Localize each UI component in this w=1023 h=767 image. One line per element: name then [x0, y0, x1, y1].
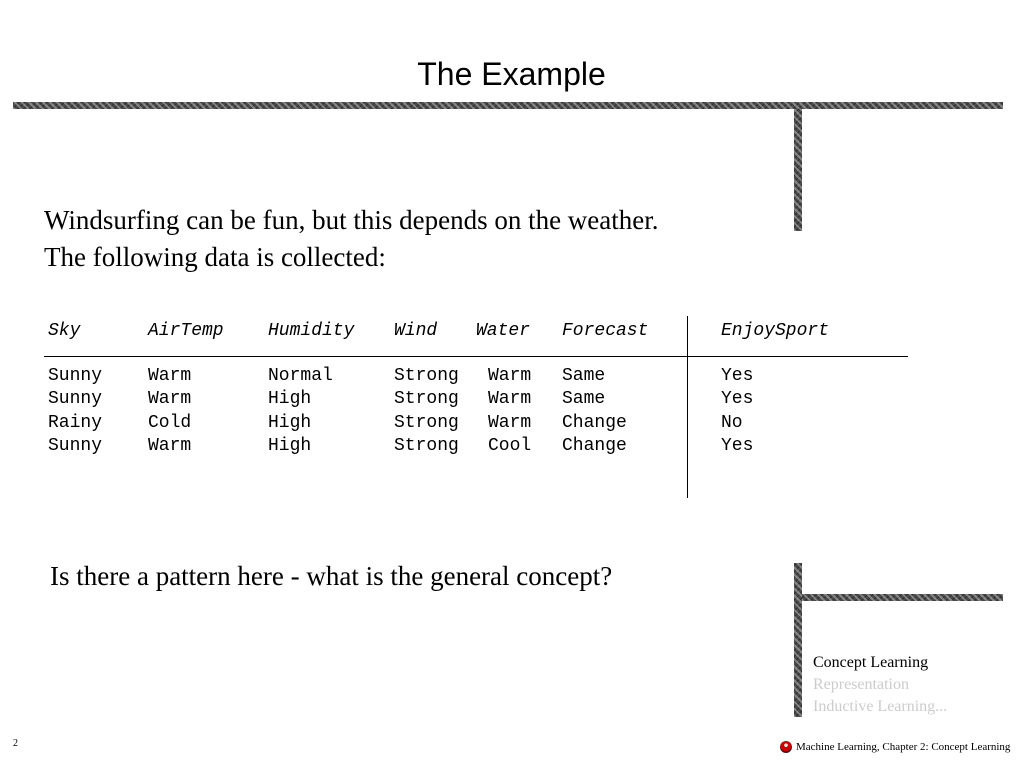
table-cell: Strong — [394, 436, 459, 456]
table-cell: Sunny — [48, 366, 103, 386]
table-cell: Strong — [394, 413, 459, 433]
table-cell: Strong — [394, 366, 459, 386]
footer: Machine Learning, Chapter 2: Concept Lea… — [780, 741, 1010, 753]
header-cell-forecast: Forecast — [562, 321, 649, 341]
header-cell-enjoysport: EnjoySport — [721, 321, 830, 341]
table-cell: Sunny — [48, 436, 103, 456]
table-cell: High — [268, 389, 312, 409]
table-target-divider — [687, 316, 688, 498]
title-divider-vertical-bar — [794, 109, 802, 231]
footer-text: Machine Learning, Chapter 2: Concept Lea… — [796, 741, 1011, 753]
table-cell: High — [268, 436, 312, 456]
page-number: 2 — [13, 738, 18, 749]
intro-line: The following data is collected: — [44, 242, 386, 272]
nav-horizontal-bar — [802, 594, 1003, 601]
table-cell: Warm — [488, 413, 532, 433]
header-cell-water: Water — [476, 321, 531, 341]
header-cell-sky: Sky — [48, 321, 81, 341]
table-cell: Yes — [721, 389, 754, 409]
table-cell: Same — [562, 389, 606, 409]
table-cell: Change — [562, 436, 627, 456]
table-cell: Sunny — [48, 389, 103, 409]
table-cell: Cold — [148, 413, 192, 433]
table-cell: Same — [562, 366, 606, 386]
header-cell-humidity: Humidity — [268, 321, 355, 341]
section-nav: Concept Learning Representation Inductiv… — [813, 652, 947, 718]
table-cell: Change — [562, 413, 627, 433]
table-cell: Yes — [721, 436, 754, 456]
data-table: Sky AirTemp Humidity Wind Water Forecast… — [44, 316, 908, 498]
table-cell: Warm — [148, 389, 192, 409]
slide-title: The Example — [417, 56, 606, 92]
table-cell: High — [268, 413, 312, 433]
logo-icon — [780, 741, 792, 753]
table-cell: Warm — [488, 366, 532, 386]
table-cell: No — [721, 413, 743, 433]
header-cell-wind: Wind — [394, 321, 438, 341]
table-cell: Warm — [148, 436, 192, 456]
nav-item-inductive-learning[interactable]: Inductive Learning... — [813, 698, 948, 715]
table-cell: Yes — [721, 366, 754, 386]
header-cell-airtemp: AirTemp — [148, 321, 224, 341]
nav-item-concept-learning[interactable]: Concept Learning — [813, 654, 929, 671]
table-cell: Rainy — [48, 413, 103, 433]
table-cell: Warm — [488, 389, 532, 409]
intro-text: Windsurfing can be fun, but this depends… — [44, 202, 659, 276]
table-cell: Normal — [268, 366, 333, 386]
intro-line: Windsurfing can be fun, but this depends… — [44, 205, 659, 235]
title-divider-bar — [13, 102, 1003, 109]
table-cell: Warm — [148, 366, 192, 386]
table-cell: Cool — [488, 436, 532, 456]
nav-item-representation[interactable]: Representation — [813, 676, 909, 693]
table-header-divider — [44, 356, 908, 357]
question-text: Is there a pattern here - what is the ge… — [50, 561, 613, 591]
table-cell: Strong — [394, 389, 459, 409]
nav-vertical-bar — [794, 563, 802, 717]
